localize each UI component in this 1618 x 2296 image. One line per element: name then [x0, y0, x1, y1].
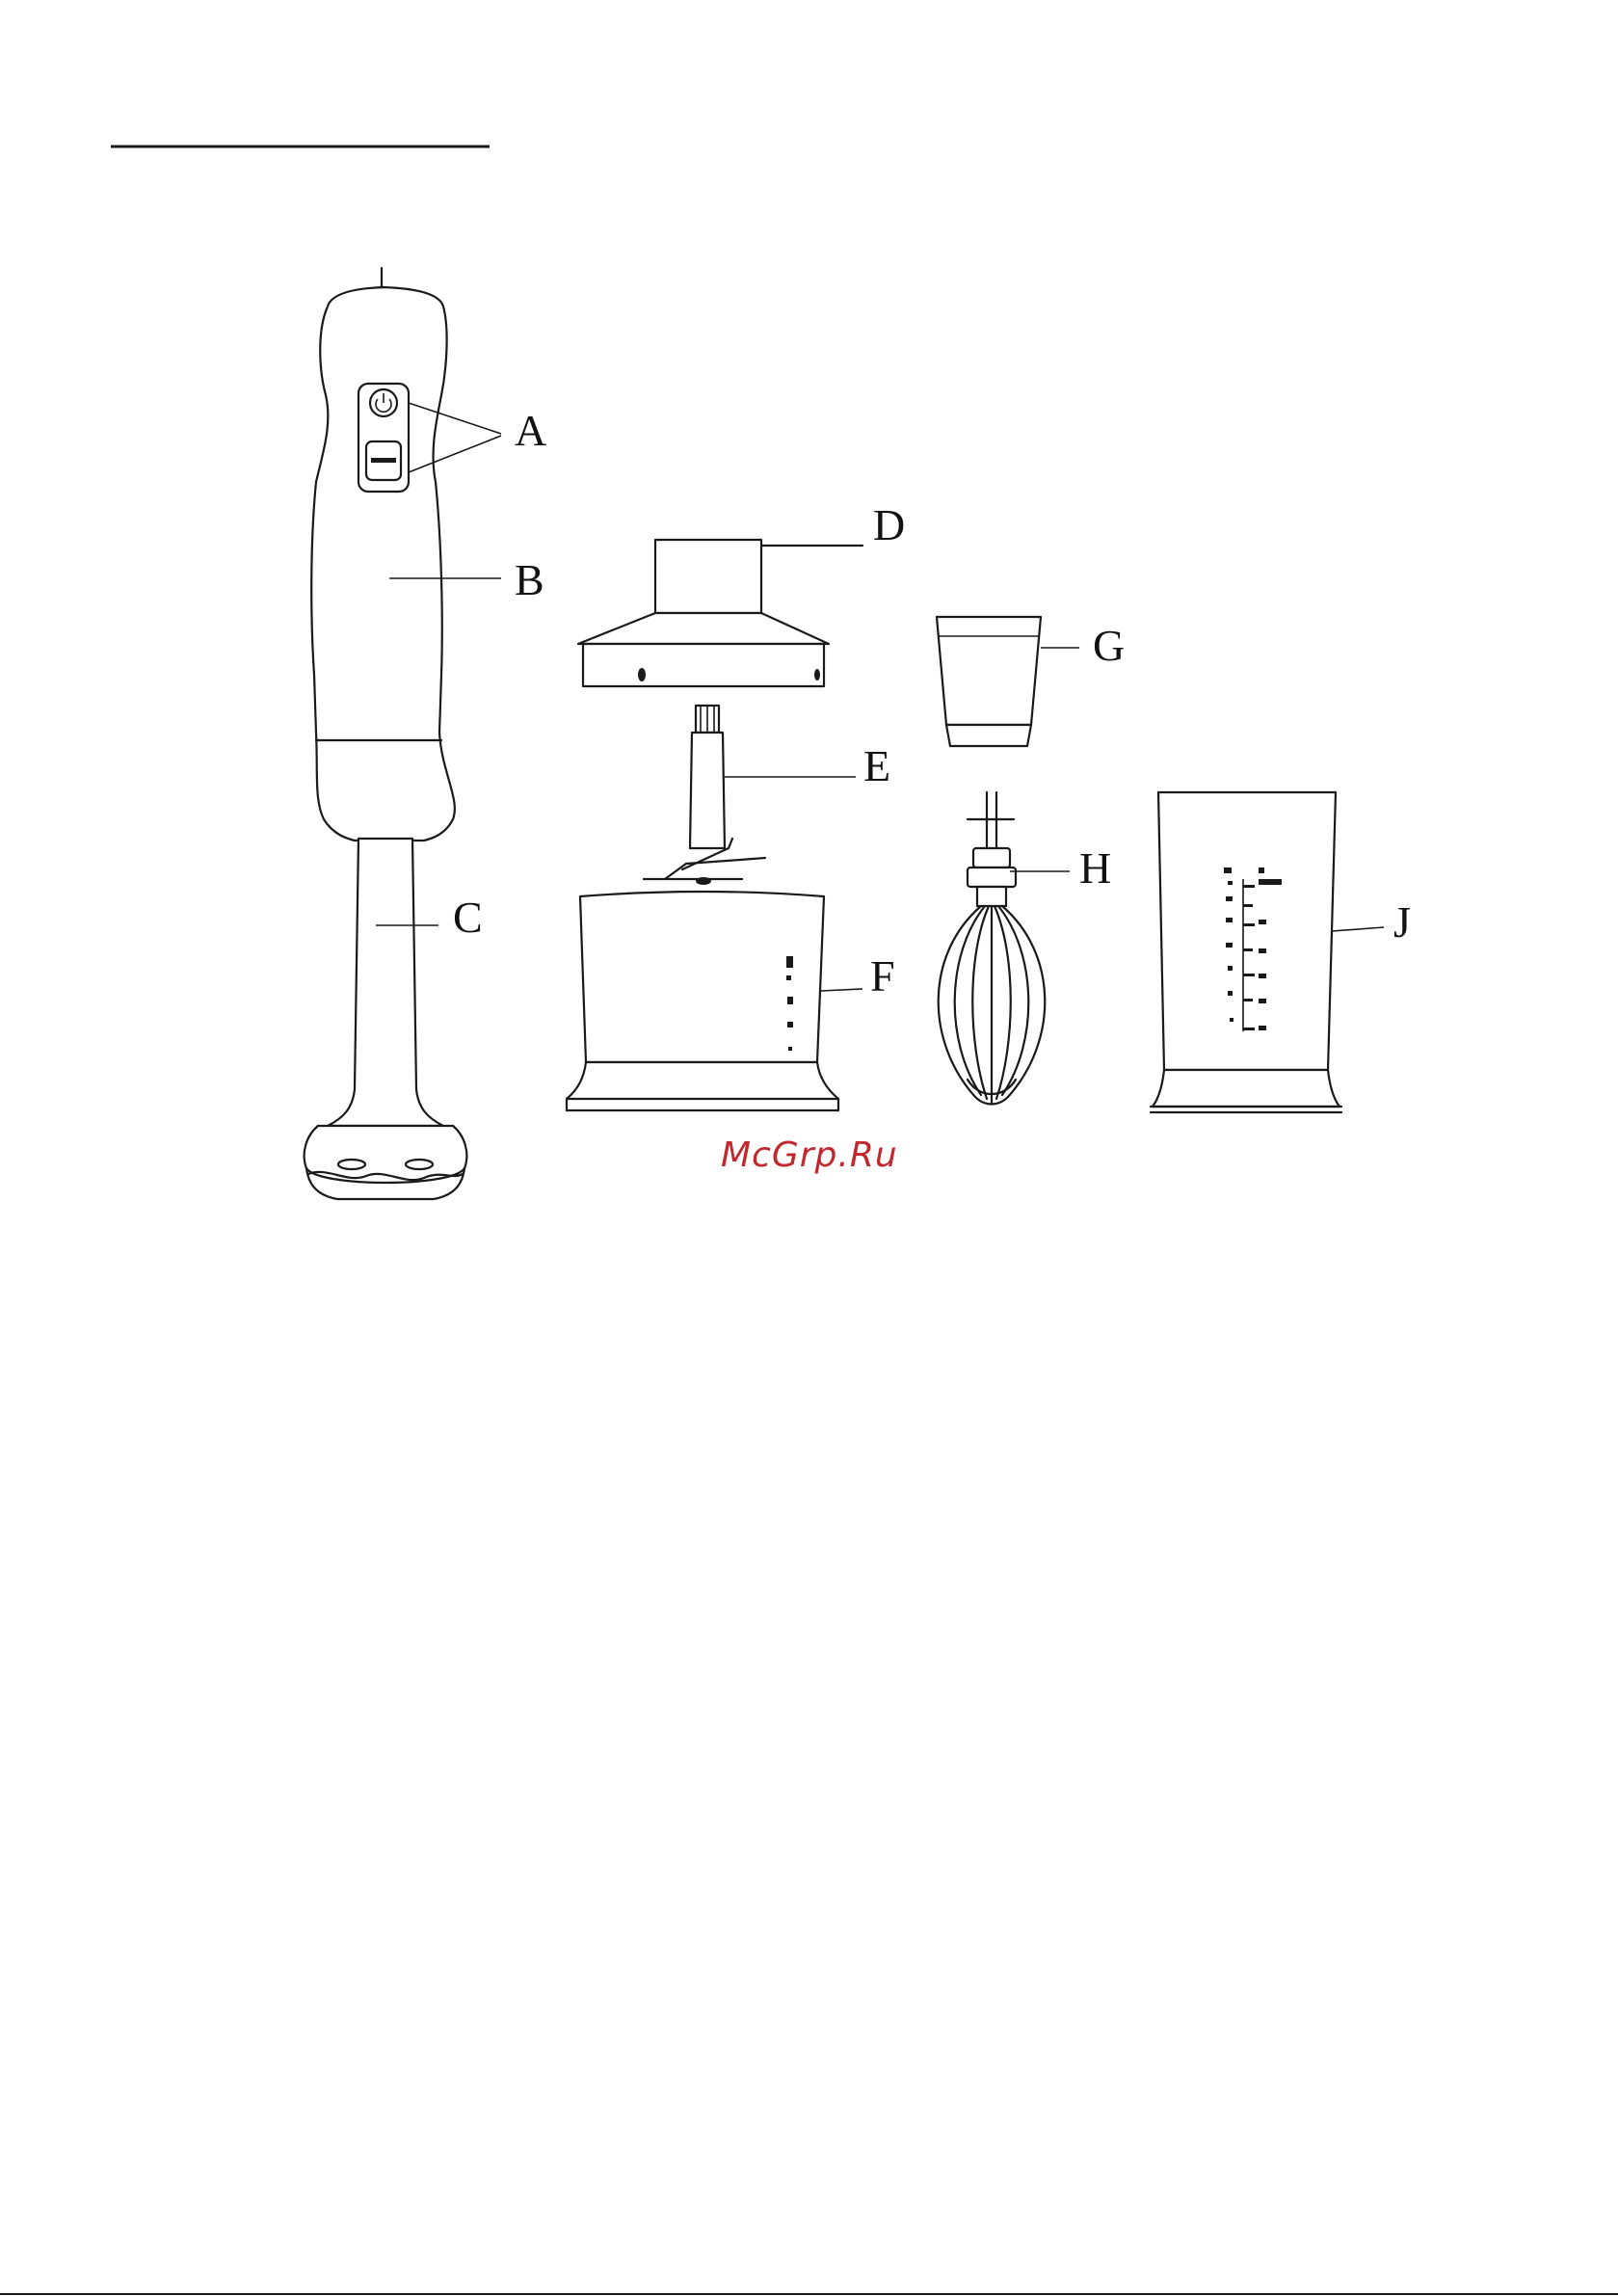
- measuring-beaker: [1151, 792, 1341, 1112]
- callout-f: F: [870, 951, 895, 1001]
- watermark: McGrp.Ru: [721, 1135, 898, 1175]
- callout-b: B: [515, 555, 544, 604]
- callout-a: A: [515, 406, 546, 455]
- callout-e: E: [863, 741, 890, 790]
- callout-g: G: [1093, 621, 1125, 670]
- chopper-bowl: [567, 892, 838, 1110]
- callout-j: J: [1393, 897, 1411, 947]
- callout-h: H: [1079, 843, 1111, 893]
- callout-c: C: [453, 893, 483, 942]
- whisk: [939, 792, 1046, 1105]
- callout-line-f: [821, 989, 862, 991]
- chopper-lid: [578, 540, 829, 686]
- small-cup: [937, 617, 1041, 746]
- hand-blender-shaft: [305, 839, 467, 1199]
- callout-d: D: [873, 500, 905, 549]
- chopper-blade: [644, 706, 765, 885]
- hand-blender-motor-unit: [311, 268, 455, 841]
- callout-line-j: [1332, 927, 1384, 931]
